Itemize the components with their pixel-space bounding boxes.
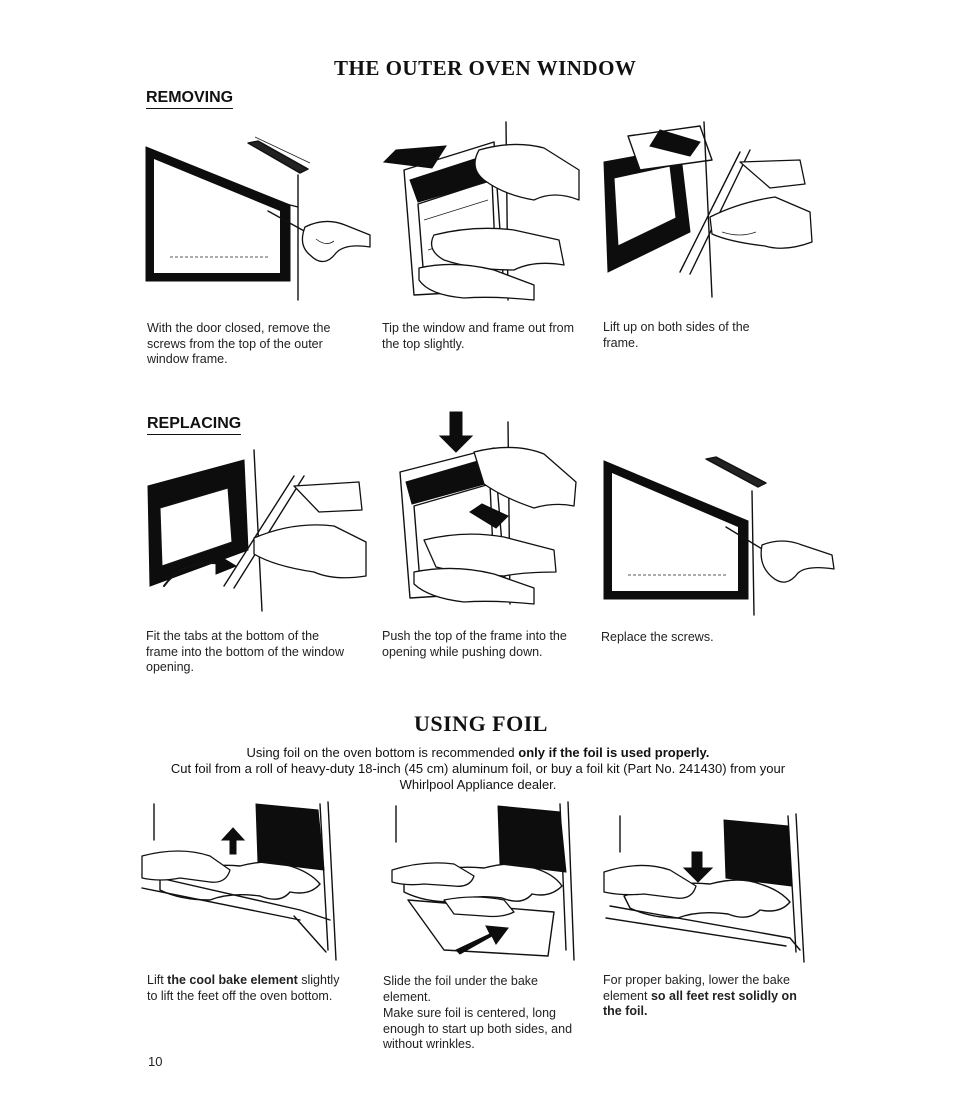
foil-intro-text-a: Using foil on the oven bottom is recomme…: [246, 745, 519, 760]
foil-step2-illustration: [391, 801, 575, 961]
replacing-step3-illustration: [603, 456, 835, 616]
foil-intro: Using foil on the oven bottom is recomme…: [158, 745, 798, 793]
foil-step1-text-a: Lift: [147, 973, 168, 987]
foil-step1-caption: Lift the cool bake element slightly to l…: [147, 973, 342, 1004]
removing-step1-caption: With the door closed, remove the screws …: [147, 321, 331, 366]
foil-step2-caption: Slide the foil under the bake element. M…: [383, 974, 583, 1053]
removing-step3-illustration: [603, 121, 813, 298]
foil-step2-text: Slide the foil under the bake element.: [383, 974, 538, 1004]
replacing-step3-caption: Replace the screws.: [601, 630, 714, 644]
replacing-step2-illustration: [399, 411, 577, 605]
foil-step2-note: Make sure foil is centered, long enough …: [383, 1006, 573, 1051]
replacing-step2-caption: Push the top of the frame into the openi…: [382, 629, 567, 659]
foil-step3-text-a: For proper baking, lower the bake elemen…: [603, 973, 790, 1003]
page-title: THE OUTER OVEN WINDOW: [334, 56, 637, 80]
replacing-step1-caption: Fit the tabs at the bottom of the frame …: [146, 629, 345, 674]
foil-step1-illustration: [141, 801, 337, 961]
foil-step3-caption: For proper baking, lower the bake elemen…: [603, 973, 803, 1020]
foil-section-title: USING FOIL: [414, 711, 548, 736]
foil-step3-bold: so all feet rest solidly on the foil.: [603, 988, 797, 1019]
foil-step3-illustration: [603, 813, 805, 963]
foil-intro-bold: only if the foil is used properly.: [518, 745, 710, 760]
removing-step2-caption: Tip the window and frame out from the to…: [382, 321, 574, 351]
foil-intro-text-b: Cut foil from a roll of heavy-duty 18-in…: [170, 761, 786, 792]
replacing-heading: REPLACING: [147, 415, 242, 435]
foil-step1-bold: the cool bake element: [167, 973, 298, 987]
page-number: 10: [148, 1054, 163, 1069]
removing-step1-illustration: [145, 136, 371, 301]
removing-heading: REMOVING: [146, 89, 234, 109]
removing-step3-caption: Lift up on both sides of the frame.: [603, 320, 750, 350]
foil-step1-text-b: slightly to lift the feet off the oven b…: [147, 973, 340, 1003]
replacing-step1-illustration: [147, 449, 367, 612]
removing-step2-illustration: [382, 121, 580, 301]
